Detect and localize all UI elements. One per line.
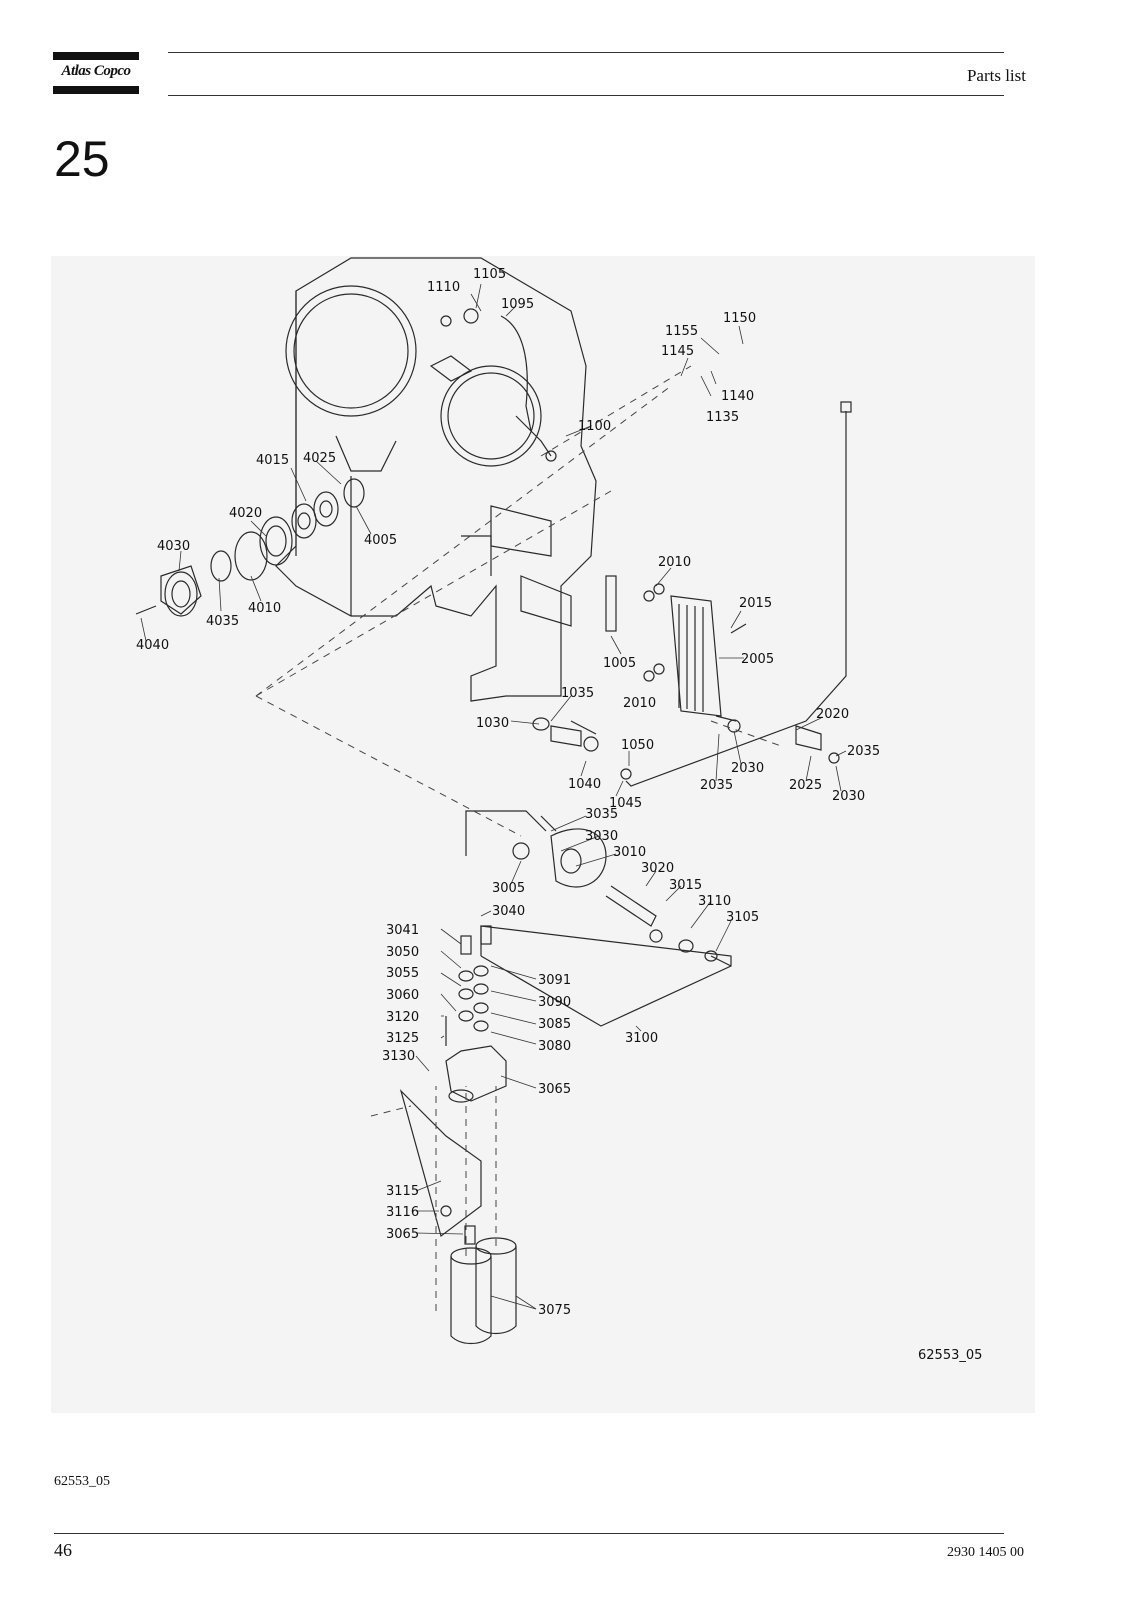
callout-1030: 1030 <box>476 716 509 731</box>
callout-4020: 4020 <box>229 506 262 521</box>
figure-code: 62553_05 <box>54 1474 110 1489</box>
assembly-guide-lines <box>255 365 782 1311</box>
gearcase-bore-small <box>440 365 542 467</box>
oil-filters <box>450 1225 517 1345</box>
callout-4005: 4005 <box>364 533 397 548</box>
callout-4015: 4015 <box>256 453 289 468</box>
callout-1035: 1035 <box>561 686 594 701</box>
callout-3120: 3120 <box>386 1010 419 1025</box>
callout-4030: 4030 <box>157 539 190 554</box>
callout-4010: 4010 <box>248 601 281 616</box>
callout-2005: 2005 <box>741 652 774 667</box>
callout-3010: 3010 <box>613 845 646 860</box>
callout-1045: 1045 <box>609 796 642 811</box>
callout-3130: 3130 <box>382 1049 415 1064</box>
callout-labels: 1110 1105 1095 1150 1155 1145 1140 1135 … <box>136 267 982 1363</box>
callout-3005: 3005 <box>492 881 525 896</box>
callout-2030-left: 2030 <box>731 761 764 776</box>
callout-3030: 3030 <box>585 829 618 844</box>
callout-1005: 1005 <box>603 656 636 671</box>
callout-3060: 3060 <box>386 988 419 1003</box>
callout-1105: 1105 <box>473 267 506 282</box>
callout-1135: 1135 <box>706 410 739 425</box>
gearcase-outline <box>275 257 597 702</box>
callout-4040: 4040 <box>136 638 169 653</box>
gearbox-bearing-group <box>135 478 365 617</box>
callout-3125: 3125 <box>386 1031 419 1046</box>
oil-lines <box>465 401 852 1027</box>
callout-3065-bottom: 3065 <box>386 1227 419 1242</box>
figure-code-label: 62553_05 <box>918 1348 982 1363</box>
callout-2010-top: 2010 <box>658 555 691 570</box>
callout-3055: 3055 <box>386 966 419 981</box>
callout-1145: 1145 <box>661 344 694 359</box>
callout-1040: 1040 <box>568 777 601 792</box>
logo-bar-bottom <box>53 86 139 94</box>
callout-2030-right: 2030 <box>832 789 865 804</box>
callout-1155: 1155 <box>665 324 698 339</box>
header-rule-bottom <box>168 95 1004 96</box>
logo-wordmark: Atlas Copco <box>61 63 131 79</box>
callout-1050: 1050 <box>621 738 654 753</box>
callout-3110: 3110 <box>698 894 731 909</box>
header-rule-top <box>168 52 1004 53</box>
gearcase-bore-large <box>285 285 417 417</box>
footer-rule <box>54 1533 1004 1534</box>
callout-3040: 3040 <box>492 904 525 919</box>
callout-3075: 3075 <box>538 1303 571 1318</box>
callout-2035-right: 2035 <box>847 744 880 759</box>
callout-1100: 1100 <box>578 419 611 434</box>
cooler-assembly <box>605 575 747 717</box>
callout-3050: 3050 <box>386 945 419 960</box>
callout-2020: 2020 <box>816 707 849 722</box>
callout-3041: 3041 <box>386 923 419 938</box>
valve-assemblies <box>532 715 840 780</box>
callout-3020: 3020 <box>641 861 674 876</box>
exploded-parts-figure: 1110 1105 1095 1150 1155 1145 1140 1135 … <box>51 256 1035 1413</box>
page-number: 46 <box>54 1540 72 1560</box>
logo-bar-top <box>53 52 139 60</box>
callout-3015: 3015 <box>669 878 702 893</box>
section-number: 25 <box>54 131 110 187</box>
callout-3085: 3085 <box>538 1017 571 1032</box>
callout-2035-left: 2035 <box>700 778 733 793</box>
header-title: Parts list <box>966 66 1026 85</box>
callout-2025: 2025 <box>789 778 822 793</box>
callout-3090: 3090 <box>538 995 571 1010</box>
callout-3035: 3035 <box>585 807 618 822</box>
callout-2010-bottom: 2010 <box>623 696 656 711</box>
parts-drawing: 1110 1105 1095 1150 1155 1145 1140 1135 … <box>135 257 982 1363</box>
callout-3116: 3116 <box>386 1205 419 1220</box>
callout-1095: 1095 <box>501 297 534 312</box>
callout-3100: 3100 <box>625 1031 658 1046</box>
callout-4025: 4025 <box>303 451 336 466</box>
callout-1150: 1150 <box>723 311 756 326</box>
callout-4035: 4035 <box>206 614 239 629</box>
callout-3115: 3115 <box>386 1184 419 1199</box>
callout-3080: 3080 <box>538 1039 571 1054</box>
atlas-copco-logo: Atlas Copco <box>53 52 139 94</box>
callout-1110: 1110 <box>427 280 460 295</box>
filter-head-assembly <box>399 815 732 1238</box>
callout-leaders <box>140 283 847 1310</box>
callout-1140: 1140 <box>721 389 754 404</box>
callout-3065-top: 3065 <box>538 1082 571 1097</box>
callout-3105: 3105 <box>726 910 759 925</box>
document-number: 2930 1405 00 <box>947 1545 1024 1560</box>
callout-3091: 3091 <box>538 973 571 988</box>
callout-2015: 2015 <box>739 596 772 611</box>
